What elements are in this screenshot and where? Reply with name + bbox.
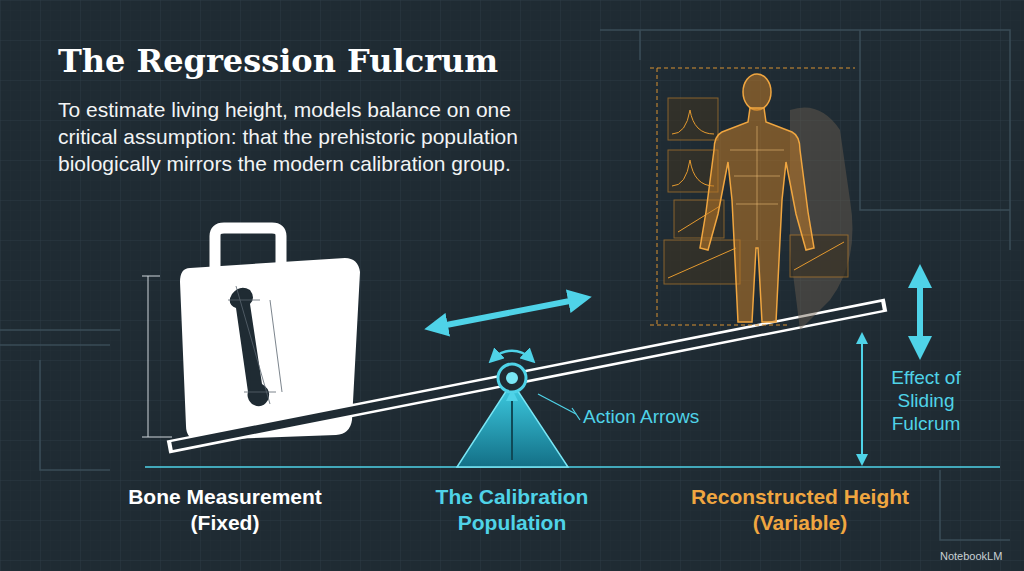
title: The Regression Fulcrum (58, 42, 498, 80)
axis-label: Bone Measurement (Fixed) (110, 484, 340, 536)
rotation-arrow (494, 351, 530, 358)
ground-line (145, 466, 1000, 468)
height-dimension-arrow (861, 338, 863, 460)
leader-tick (572, 408, 580, 420)
watermark: NotebookLM (940, 549, 1020, 563)
slide-arrow (436, 299, 580, 327)
axis-label: Reconstructed Height (Variable) (660, 484, 940, 536)
pivot-circle (498, 364, 526, 392)
pivot-dot (506, 372, 518, 384)
callout-label: Action Arrows (583, 406, 733, 428)
blueprint-frames (0, 30, 1010, 540)
fulcrum-triangle (457, 382, 568, 467)
callout-label: Effect of Sliding Fulcrum (876, 366, 976, 435)
fulcrum-pointer (511, 395, 513, 460)
human-figure (700, 74, 814, 322)
axis-label: The Calibration Population (402, 484, 622, 536)
subtitle: To estimate living height, models balanc… (58, 96, 568, 177)
weight-dimension (142, 276, 172, 437)
effect-arrow (917, 276, 923, 348)
leader-line (538, 394, 576, 414)
